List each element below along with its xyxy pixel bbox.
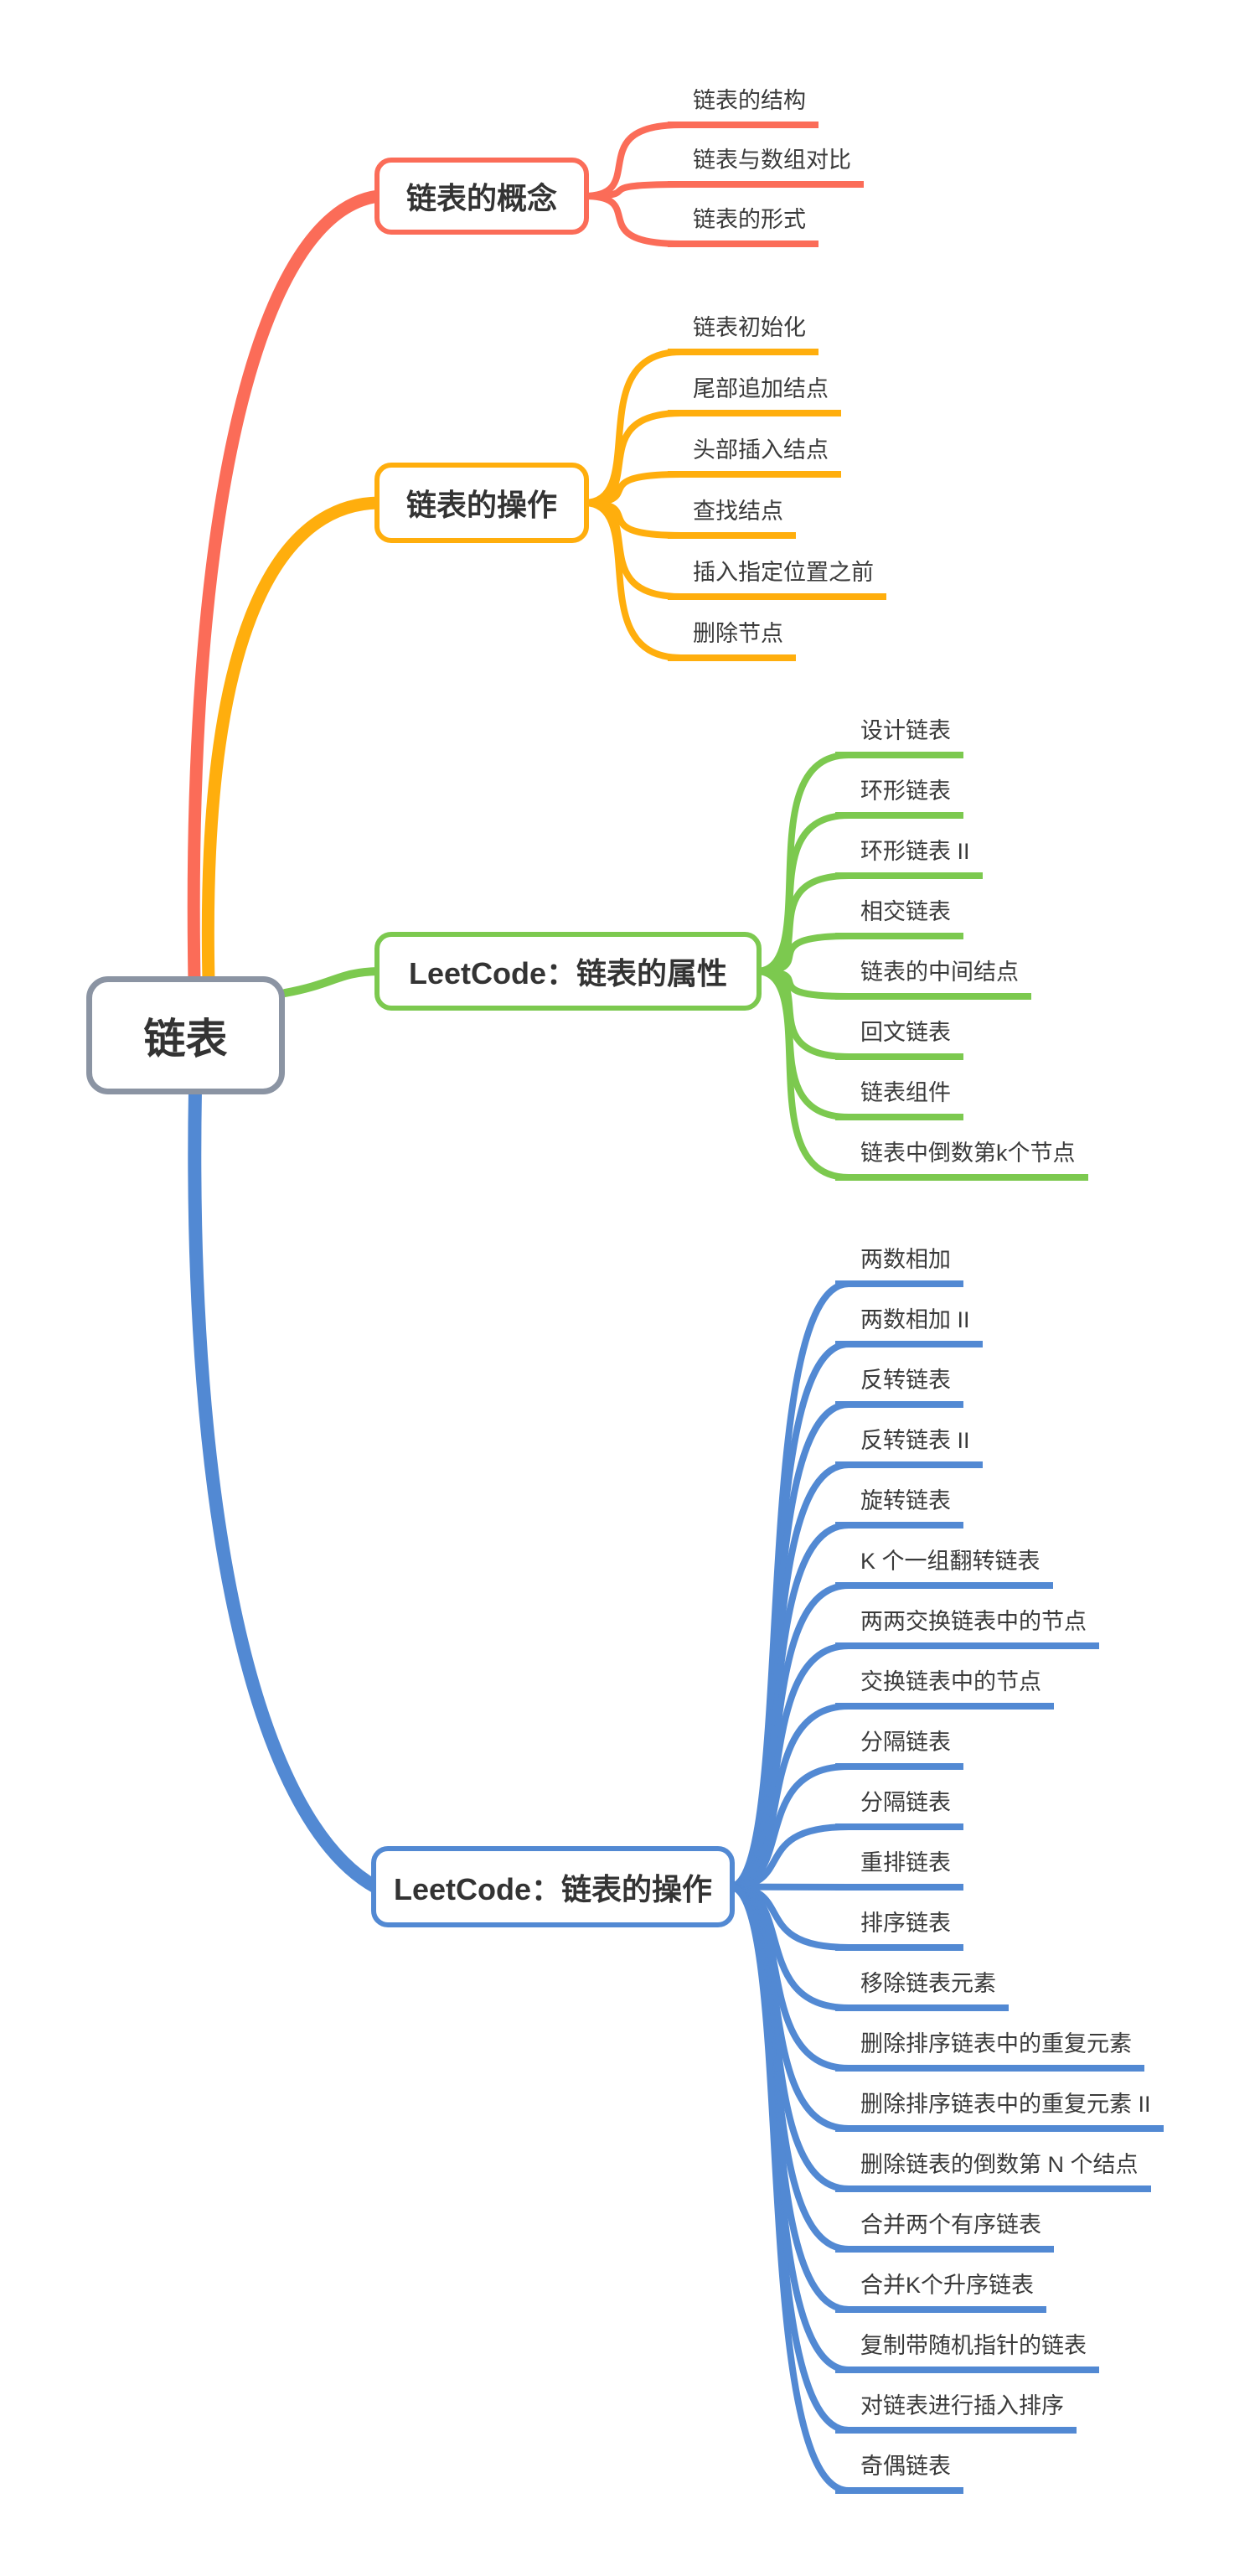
edge-branch-3-child-20 [726, 1883, 852, 2494]
leaf-topic-3-1[interactable]: 两数相加 II [835, 1303, 983, 1347]
leaf-topic-3-9[interactable]: 分隔链表 [835, 1786, 963, 1830]
edge-root-branch-0 [187, 189, 385, 987]
edge-root-branch-2 [281, 967, 383, 997]
edge-root-branch-3 [188, 1084, 382, 1894]
leaf-topic-1-5[interactable]: 删除节点 [668, 617, 796, 661]
branch-node-3-label: LeetCode：链表的操作 [393, 1871, 713, 1906]
leaf-topic-3-3[interactable]: 反转链表 II [835, 1424, 983, 1468]
leaf-topic-3-11[interactable]: 排序链表 [835, 1906, 963, 1951]
leaf-topic-2-3[interactable]: 相交链表 [835, 895, 963, 939]
leaf-topic-1-3[interactable]: 查找结点 [668, 494, 796, 539]
leaf-topic-1-4[interactable]: 插入指定位置之前 [668, 556, 886, 600]
leaf-topic-3-19[interactable]: 对链表进行插入排序 [835, 2389, 1077, 2434]
leaf-topic-3-0[interactable]: 两数相加 [835, 1243, 963, 1287]
leaf-topic-2-5[interactable]: 回文链表 [835, 1016, 963, 1060]
leaf-topic-3-18[interactable]: 复制带随机指针的链表 [835, 2329, 1099, 2373]
leaf-topic-2-7[interactable]: 链表中倒数第k个节点 [835, 1136, 1088, 1181]
edge-branch-0-child-2 [581, 193, 684, 247]
leaf-topic-3-2[interactable]: 反转链表 [835, 1363, 963, 1408]
leaf-topic-1-0[interactable]: 链表初始化 [668, 311, 818, 355]
leaf-topic-3-12[interactable]: 移除链表元素 [835, 1967, 1009, 2011]
leaf-topic-3-8[interactable]: 分隔链表 [835, 1725, 963, 1770]
leaf-topic-3-20[interactable]: 奇偶链表 [835, 2449, 963, 2494]
leaf-topic-0-1[interactable]: 链表与数组对比 [668, 143, 864, 188]
leaf-topic-3-10[interactable]: 重排链表 [835, 1846, 963, 1891]
leaf-topic-3-13[interactable]: 删除排序链表中的重复元素 [835, 2027, 1144, 2072]
leaf-topic-2-4[interactable]: 链表的中间结点 [835, 955, 1031, 1000]
branch-node-1-label: 链表的操作 [405, 488, 557, 522]
edge-branch-2-child-7 [753, 968, 852, 1181]
leaf-topic-3-5[interactable]: K 个一组翻转链表 [835, 1544, 1053, 1589]
leaf-topic-1-2[interactable]: 头部插入结点 [668, 433, 841, 478]
root-node-label: 链表 [143, 1015, 228, 1063]
branch-node-0-label: 链表的概念 [405, 181, 557, 215]
leaf-topic-2-6[interactable]: 链表组件 [835, 1076, 963, 1120]
leaf-topic-3-7[interactable]: 交换链表中的节点 [835, 1665, 1054, 1710]
branch-node-3[interactable]: LeetCode：链表的操作 [371, 1846, 735, 1927]
branch-node-0[interactable]: 链表的概念 [374, 158, 589, 235]
root-node[interactable]: 链表 [86, 976, 285, 1094]
edge-branch-1-child-4 [581, 499, 684, 600]
branch-node-2[interactable]: LeetCode：链表的属性 [374, 932, 762, 1011]
leaf-topic-3-4[interactable]: 旋转链表 [835, 1484, 963, 1529]
leaf-topic-0-0[interactable]: 链表的结构 [668, 84, 818, 128]
edge-branch-1-child-1 [581, 410, 684, 506]
edge-branch-1-child-5 [581, 499, 684, 661]
leaf-topic-0-2[interactable]: 链表的形式 [668, 203, 818, 247]
leaf-topic-3-14[interactable]: 删除排序链表中的重复元素 II [835, 2087, 1164, 2132]
leaf-topic-2-0[interactable]: 设计链表 [835, 714, 963, 758]
branch-node-2-label: LeetCode：链表的属性 [408, 956, 728, 991]
leaf-topic-3-17[interactable]: 合并K个升序链表 [835, 2268, 1047, 2313]
edge-root-branch-1 [201, 496, 385, 987]
branch-node-1[interactable]: 链表的操作 [374, 463, 589, 543]
leaf-topic-3-6[interactable]: 两两交换链表中的节点 [835, 1605, 1099, 1649]
leaf-topic-2-2[interactable]: 环形链表 II [835, 835, 983, 879]
leaf-topic-2-1[interactable]: 环形链表 [835, 774, 963, 819]
leaf-topic-3-16[interactable]: 合并两个有序链表 [835, 2208, 1054, 2253]
leaf-topic-3-15[interactable]: 删除链表的倒数第 N 个结点 [835, 2148, 1151, 2192]
leaf-topic-1-1[interactable]: 尾部追加结点 [668, 372, 841, 416]
